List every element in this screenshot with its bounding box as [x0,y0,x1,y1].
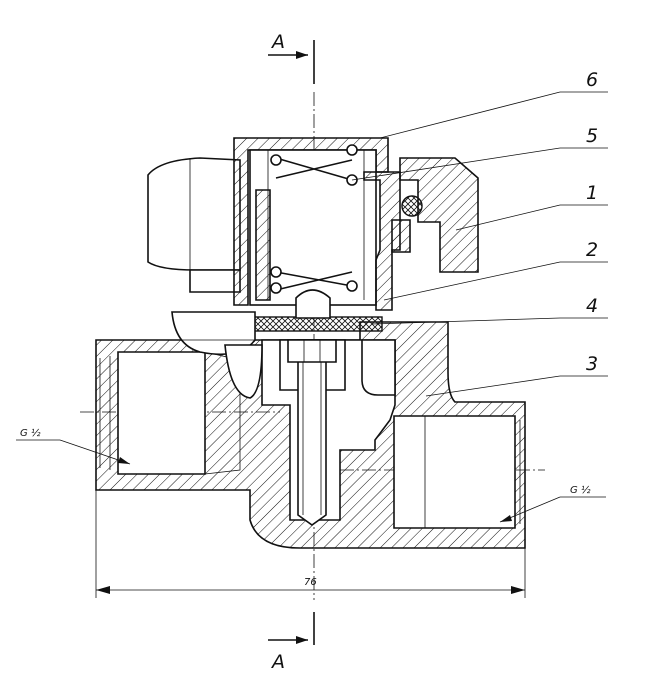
svg-text:G ½: G ½ [570,484,591,496]
dimension-overall: 76 [95,490,526,598]
o-ring [401,195,423,217]
outer-cover-left [147,157,263,399]
section-mark-bottom: A [268,612,315,673]
spring [267,144,365,300]
plunger-head [295,289,331,319]
svg-text:G ½: G ½ [20,427,41,439]
callout-6: 6 [379,69,608,139]
section-mark-top: A [268,31,315,84]
thread-callout-right: G ½ [499,484,606,523]
thread-callout-left: G ½ [16,427,131,465]
svg-text:3: 3 [586,353,598,375]
callout-4: 4 [371,295,608,325]
svg-text:4: 4 [586,295,598,317]
svg-text:5: 5 [586,125,598,147]
svg-text:2: 2 [586,239,598,261]
callout-1: 1 [455,182,608,231]
section-label-bottom: A [270,651,285,673]
svg-text:6: 6 [586,69,598,91]
callout-3: 3 [425,353,608,397]
hex-nut [287,339,337,363]
diaphragm-gasket [253,316,383,332]
union-nut [391,157,479,273]
svg-text:1: 1 [586,182,598,204]
callout-5: 5 [351,125,608,181]
section-label-top: A [270,31,285,53]
dimension-value: 76 [304,577,317,588]
valve-stem [297,339,327,526]
callout-2: 2 [383,239,608,301]
housing [255,171,401,311]
